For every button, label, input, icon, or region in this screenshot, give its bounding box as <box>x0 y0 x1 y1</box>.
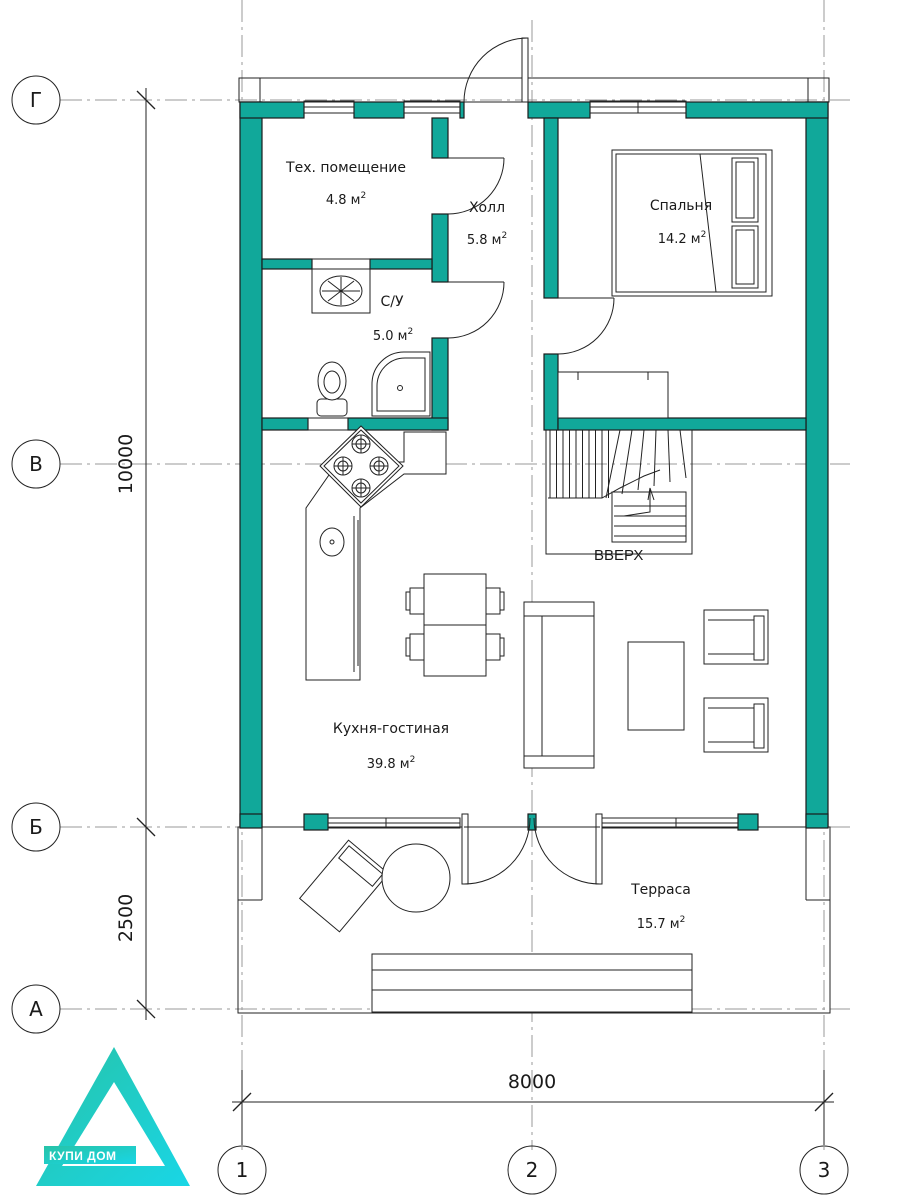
room-bath: С/У 5.0 м2 <box>373 294 413 344</box>
sofa-icon <box>523 601 595 769</box>
svg-text:Холл: Холл <box>469 200 505 216</box>
room-hall: Холл 5.8 м2 <box>467 200 507 248</box>
room-bedroom: Спальня 14.2 м2 <box>650 198 712 247</box>
axis-marker-col-1: 1 <box>217 1145 267 1195</box>
svg-text:А: А <box>29 997 43 1021</box>
room-living: Кухня-гостиная 39.8 м2 <box>333 721 449 772</box>
svg-text:39.8 м2: 39.8 м2 <box>367 755 416 772</box>
bed-icon <box>611 149 773 297</box>
armchair-icon-top <box>703 609 769 665</box>
cooktop-icon <box>319 425 404 508</box>
svg-text:Б: Б <box>29 815 43 839</box>
svg-text:Г: Г <box>30 88 42 112</box>
dining-table <box>423 573 487 677</box>
doors <box>447 37 615 885</box>
svg-text:14.2 м2: 14.2 м2 <box>658 230 707 247</box>
round-table-icon <box>381 843 451 913</box>
sink-icon <box>319 527 345 557</box>
shower-cabin-icon <box>371 351 431 417</box>
svg-text:3: 3 <box>818 1158 831 1182</box>
axis-marker-row-b: Б <box>11 802 61 852</box>
svg-text:1: 1 <box>236 1158 249 1182</box>
svg-text:Терраса: Терраса <box>630 882 691 898</box>
coffee-table <box>627 641 685 731</box>
wardrobe-icon <box>557 371 669 419</box>
axis-marker-col-3: 3 <box>799 1145 849 1195</box>
svg-text:Спальня: Спальня <box>650 198 712 214</box>
axis-marker-row-g: Г <box>11 75 61 125</box>
svg-text:5.8 м2: 5.8 м2 <box>467 231 507 248</box>
svg-text:КУПИ ДОМ: КУПИ ДОМ <box>49 1149 117 1163</box>
svg-text:Тех. помещение: Тех. помещение <box>285 160 406 176</box>
dim-terrace-depth: 2500 <box>115 894 137 942</box>
toilet-icon <box>316 361 348 417</box>
room-terrace: Терраса 15.7 м2 <box>630 882 691 932</box>
svg-text:В: В <box>29 452 43 476</box>
dining-chairs <box>405 587 505 661</box>
svg-text:15.7 м2: 15.7 м2 <box>637 915 686 932</box>
windows <box>303 100 739 829</box>
svg-text:Кухня-гостиная: Кухня-гостиная <box>333 721 449 737</box>
kupi-dom-logo: КУПИ ДОМ <box>36 1047 190 1186</box>
axis-marker-row-a: А <box>11 984 61 1034</box>
svg-text:2: 2 <box>526 1158 539 1182</box>
stair-direction-label: ВВЕРХ <box>594 547 643 564</box>
svg-text:4.8 м2: 4.8 м2 <box>326 191 366 208</box>
walls <box>239 101 829 831</box>
svg-text:С/У: С/У <box>380 294 403 310</box>
room-tech: Тех. помещение 4.8 м2 <box>285 160 406 208</box>
staircase-icon <box>545 429 693 555</box>
armchair-icon-bottom <box>703 697 769 753</box>
svg-text:5.0 м2: 5.0 м2 <box>373 327 413 344</box>
ventilation-fan-icon <box>311 268 371 314</box>
terrace-steps <box>371 953 693 1013</box>
axis-marker-col-2: 2 <box>507 1145 557 1195</box>
dim-total-depth: 10000 <box>115 434 137 494</box>
axis-marker-row-v: В <box>11 439 61 489</box>
dim-total-width: 8000 <box>508 1071 556 1093</box>
dimension-lines <box>136 88 834 1145</box>
lounge-chair-icon <box>298 839 390 933</box>
